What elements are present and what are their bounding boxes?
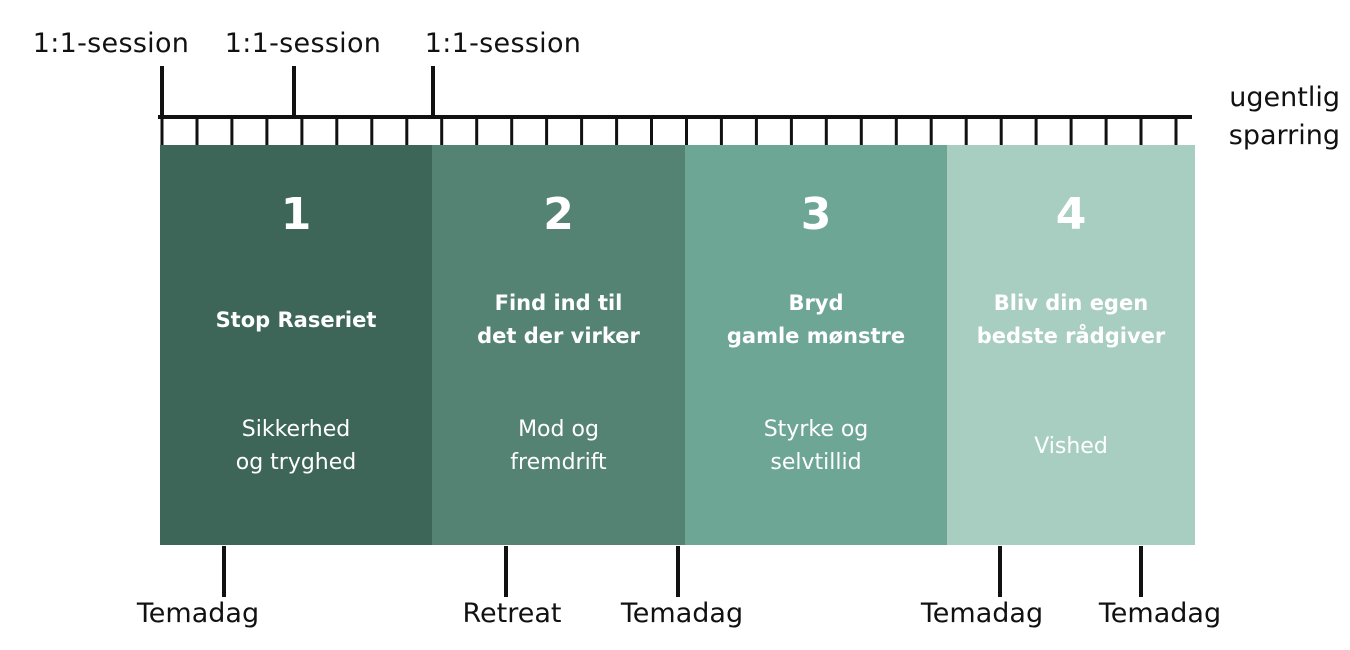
event-label-4: Temadag <box>920 598 1044 629</box>
phase-number: 4 <box>1055 189 1087 240</box>
phase-3: 3 Bryd gamle mønstre Styrke og selvtilli… <box>685 145 947 545</box>
phase-title: Stop Raseriet <box>215 307 377 332</box>
event-label-3: Temadag <box>620 598 744 629</box>
weekly-sparring-line2: sparring <box>1228 120 1340 151</box>
phase-title: Bryd gamle mønstre <box>726 291 906 348</box>
weekly-sparring-line1: ugentlig <box>1229 82 1340 113</box>
session-label-1: 1:1-session <box>32 28 190 59</box>
phase-title: Find ind til det der virker <box>477 291 640 348</box>
phase-subtitle: Mod og fremdrift <box>510 417 607 475</box>
event-label-5: Temadag <box>1098 598 1222 629</box>
event-label-1: Temadag <box>136 598 260 629</box>
session-label-3: 1:1-session <box>424 28 582 59</box>
phase-1: 1 Stop Raseriet Sikkerhed og tryghed <box>160 145 432 545</box>
phase-number: 1 <box>280 189 312 240</box>
event-label-2: Retreat <box>462 598 562 629</box>
phase-title: Bliv din egen bedste rådgiver <box>976 291 1166 348</box>
phase-subtitle: Sikkerhed og tryghed <box>235 417 357 475</box>
phase-subtitle: Styrke og selvtillid <box>763 417 869 475</box>
phase-number: 2 <box>543 189 574 240</box>
session-label-2: 1:1-session <box>224 28 382 59</box>
phase-subtitle: Vished <box>1034 433 1108 459</box>
phase-4: 4 Bliv din egen bedste rådgiver Vished <box>947 145 1195 545</box>
phase-2: 2 Find ind til det der virker Mod og fre… <box>432 145 685 545</box>
phase-number: 3 <box>800 189 832 240</box>
